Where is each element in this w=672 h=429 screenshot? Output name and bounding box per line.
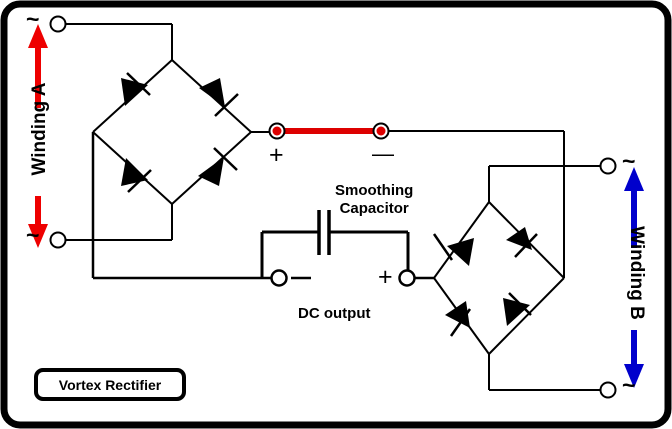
- winding-a-bottom-ac-symbol: ~: [26, 222, 40, 248]
- link-minus-sign: —: [372, 141, 394, 166]
- winding-b-arrow: [624, 167, 644, 388]
- smoothing-capacitor-label: Smoothing Capacitor: [335, 182, 413, 218]
- winding-a-wiring: [66, 23, 173, 241]
- terminal-winding-a-bottom[interactable]: [49, 231, 67, 249]
- title-badge-text: Vortex Rectifier: [58, 376, 162, 393]
- smoothing-capacitor-label-line2: Capacitor: [339, 200, 409, 217]
- title-badge: Vortex Rectifier: [34, 368, 186, 401]
- capacitor-symbol: [317, 210, 331, 255]
- winding-a-arrow: [28, 24, 48, 248]
- winding-b-wiring: [488, 165, 600, 391]
- terminal-winding-b-top[interactable]: [599, 157, 617, 175]
- winding-b-label: Winding B: [626, 226, 647, 320]
- diode-a4: [198, 147, 238, 186]
- diode-a1: [121, 72, 151, 106]
- bridge-b-negative-wire: [386, 130, 565, 278]
- winding-b-bottom-ac-symbol: ~: [622, 372, 636, 398]
- diode-b4: [503, 292, 532, 326]
- diode-a2: [199, 78, 239, 117]
- dc-positive-sign: +: [378, 263, 393, 291]
- bridge-rectifier-a: [92, 59, 252, 205]
- winding-b-top-ac-symbol: ~: [622, 148, 636, 174]
- winding-a-top-ac-symbol: ~: [26, 6, 40, 32]
- link-plus-sign: +: [269, 141, 284, 169]
- smoothing-capacitor-label-line1: Smoothing: [335, 182, 414, 199]
- winding-a-label: Winding A: [29, 82, 50, 176]
- diode-a3: [121, 158, 152, 193]
- diode-b2: [506, 227, 538, 258]
- terminal-dc-negative[interactable]: [270, 269, 288, 287]
- diode-b1: [432, 233, 474, 266]
- terminal-winding-a-top[interactable]: [49, 15, 67, 33]
- terminal-winding-b-bottom[interactable]: [599, 381, 617, 399]
- terminal-link-positive-dot: [272, 126, 282, 136]
- diode-b3: [445, 301, 472, 337]
- terminal-link-negative-dot: [376, 126, 386, 136]
- dc-output-label: DC output: [298, 305, 371, 322]
- terminal-dc-positive[interactable]: [398, 269, 416, 287]
- bridge-a-negative-wire: [91, 132, 272, 280]
